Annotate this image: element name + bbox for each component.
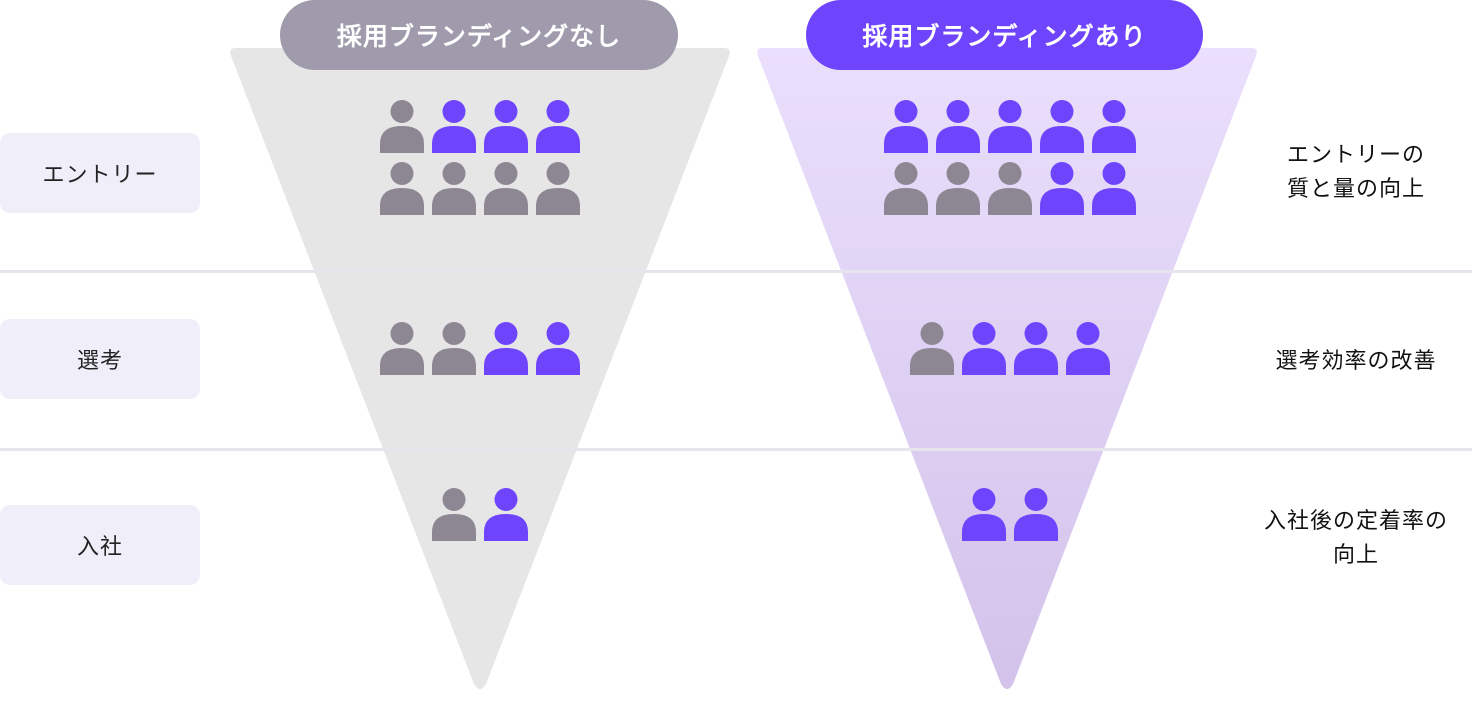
stage-divider — [0, 270, 1472, 273]
person-icon-gray — [380, 322, 424, 375]
person-icon-purple — [962, 488, 1006, 541]
person-icon-purple — [484, 100, 528, 153]
person-icon-purple — [536, 100, 580, 153]
person-icon-purple — [1014, 488, 1058, 541]
person-icon-purple — [1066, 322, 1110, 375]
person-icon-gray — [936, 162, 980, 215]
person-icon-purple — [484, 488, 528, 541]
person-icon-gray — [432, 322, 476, 375]
outcome-line: 入社後の定着率の — [1263, 509, 1448, 534]
header-without-branding: 採用ブランディングなし — [280, 0, 678, 70]
person-icon-purple — [432, 100, 476, 153]
funnel-without-branding — [230, 48, 730, 689]
person-icon-purple — [988, 100, 1032, 153]
person-icon-purple — [962, 322, 1006, 375]
person-icon-purple — [1092, 162, 1136, 215]
person-icon-purple — [1014, 322, 1058, 375]
outcome-line: 選考効率の改善 — [1275, 349, 1437, 374]
person-icon-gray — [988, 162, 1032, 215]
person-icon-purple — [484, 322, 528, 375]
outcome-line: 向上 — [1332, 543, 1379, 568]
person-icon-gray — [380, 162, 424, 215]
outcome-entry: エントリーの 質と量の向上 — [1240, 139, 1472, 207]
person-icon-purple — [536, 322, 580, 375]
person-icon-purple — [1040, 100, 1084, 153]
person-icon-gray — [884, 162, 928, 215]
person-icon-gray — [910, 322, 954, 375]
person-icon-purple — [1040, 162, 1084, 215]
person-icon-gray — [432, 488, 476, 541]
person-icon-purple — [1092, 100, 1136, 153]
stage-label-entry: エントリー — [0, 133, 200, 213]
stage-divider — [0, 448, 1472, 451]
outcome-line: エントリーの — [1286, 143, 1425, 168]
outcome-hire: 入社後の定着率の 向上 — [1240, 505, 1472, 573]
stage-label-selection: 選考 — [0, 319, 200, 399]
person-icon-purple — [936, 100, 980, 153]
person-icon-purple — [884, 100, 928, 153]
outcome-line: 質と量の向上 — [1286, 177, 1425, 202]
stage-label-hire: 入社 — [0, 505, 200, 585]
person-icon-gray — [484, 162, 528, 215]
outcome-selection: 選考効率の改善 — [1240, 345, 1472, 379]
person-icon-gray — [432, 162, 476, 215]
person-icon-gray — [380, 100, 424, 153]
header-with-branding: 採用ブランディングあり — [806, 0, 1203, 70]
person-icon-gray — [536, 162, 580, 215]
